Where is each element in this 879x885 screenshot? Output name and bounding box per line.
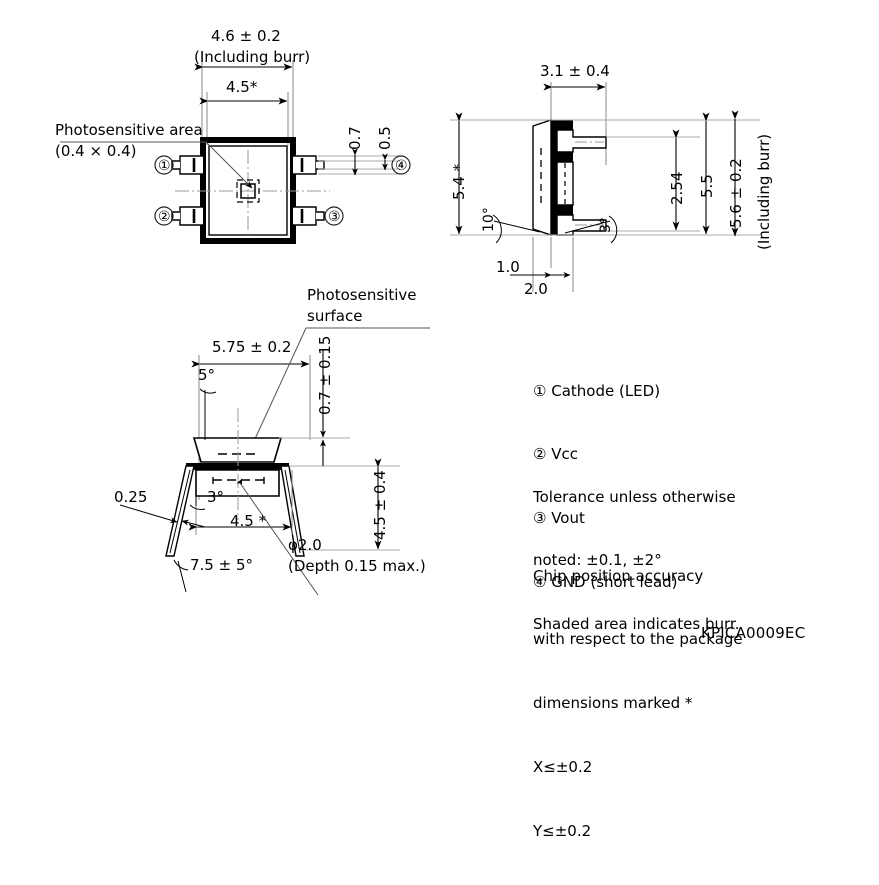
- top-view-lead-2: [171, 206, 203, 226]
- top-view-lead-4: [293, 155, 325, 175]
- side-view-lead-upper: [556, 129, 607, 153]
- chip-accuracy-line3: dimensions marked *: [533, 694, 693, 713]
- top-view-centerlines: [175, 150, 330, 238]
- side-view-burr-band: [550, 119, 558, 236]
- dim-text-lead-offset: 3.1 ± 0.4: [540, 62, 610, 80]
- dim-text-angle-5: 5°: [198, 366, 216, 384]
- photosensitive-area-label-line2: (0.4 × 0.4): [55, 142, 137, 160]
- hole-leader: [236, 478, 319, 596]
- dim-text-front-body-width: 4.5 *: [230, 512, 267, 530]
- side-view-lead-middle: [556, 161, 574, 206]
- front-view-height-extension-lines: [279, 437, 400, 551]
- dim-text-side-body-height: 5.4 *: [450, 163, 468, 200]
- pin-legend-2: ② Vcc: [533, 445, 578, 464]
- photosensitive-surface-label-line2: surface: [307, 307, 363, 325]
- dim-text-lead-07: 0.7: [346, 126, 364, 150]
- dim-text-top-body-width: 4.5*: [226, 78, 258, 96]
- top-view-lead-1: [171, 155, 203, 175]
- pin-legend-1: ① Cathode (LED): [533, 381, 661, 400]
- drawing-sheet: 4.6 ± 0.2 (Including burr) 4.5* Photosen…: [55, 27, 806, 840]
- chip-accuracy-note: Chip position accuracy with respect to t…: [533, 523, 743, 885]
- chip-accuracy-line1: Chip position accuracy: [533, 566, 704, 585]
- top-view-lead-3: [293, 206, 325, 226]
- dim-text-top-overall-width: 4.6 ± 0.2: [211, 27, 281, 45]
- top-view-group: [60, 60, 411, 244]
- dim-text-side-overall-height-note: (Including burr): [755, 133, 773, 250]
- dim-text-lead-05: 0.5: [376, 126, 394, 150]
- dim-text-lead-pitch: 2.54: [668, 171, 686, 205]
- lead-thickness-leader: [119, 504, 206, 528]
- top-view-pin-circles: [154, 155, 411, 226]
- tolerance-note-line3: Shaded area indicates burr.: [533, 615, 740, 634]
- outline-drawing-canvas: [60, 60, 760, 596]
- pin-legend-4: ④ GND (short lead): [533, 573, 678, 592]
- dim-text-front-overall-width: 5.75 ± 0.2: [212, 338, 292, 356]
- dim-text-hole-diameter: φ2.0: [288, 536, 322, 554]
- dim-text-window-height: 0.7 ± 0.15: [316, 335, 334, 415]
- dim-text-angle-3-front: 3°: [207, 488, 225, 506]
- dim-text-top-overall-width-note: (Including burr): [194, 48, 311, 66]
- side-view-body: [532, 119, 552, 236]
- top-view-extension-lines: [201, 60, 294, 145]
- chip-accuracy-line2: with respect to the package: [533, 630, 743, 649]
- tolerance-note: Tolerance unless otherwise noted: ±0.1, …: [533, 444, 739, 678]
- photosensitive-surface-leader: [248, 327, 430, 453]
- dim-text-lead-span: 5.5: [698, 174, 716, 198]
- side-view-group: [450, 82, 760, 292]
- side-view-bottom-extension-lines: [532, 237, 574, 292]
- tolerance-note-line2: noted: ±0.1, ±2°: [533, 551, 662, 570]
- side-view-lead-roots: [551, 120, 573, 215]
- drawing-code: KPICA0009EC: [701, 624, 806, 642]
- chip-accuracy-line4: X≤±0.2: [533, 758, 593, 777]
- angle-3-leader: [564, 215, 618, 244]
- dim-text-lead-thickness: 0.25: [114, 488, 148, 506]
- tolerance-note-line1: Tolerance unless otherwise: [533, 487, 736, 506]
- front-view-lead-left: [165, 465, 195, 557]
- dim-text-offset-large: 2.0: [524, 280, 548, 298]
- front-angle-3-leader: [189, 470, 206, 510]
- front-view-burr-band: [186, 463, 289, 470]
- pin-legend-3: ③ Vout: [533, 509, 585, 528]
- photosensitive-area-label-line1: Photosensitive area: [55, 121, 203, 139]
- chip-accuracy-line5: Y≤±0.2: [533, 822, 592, 841]
- dim-text-lead-length: 4.5 ± 0.4: [371, 470, 389, 540]
- pin-mark-1: ①: [158, 158, 171, 174]
- dim-text-angle-10: 10°: [481, 207, 497, 232]
- dim-text-angle-3-side: 3°: [598, 217, 614, 233]
- lead-dim-extension-lines: [318, 155, 400, 175]
- dim-text-hole-depth-note: (Depth 0.15 max.): [288, 557, 426, 575]
- angle-5-leader: [199, 388, 217, 440]
- pin-mark-2: ②: [158, 209, 171, 225]
- angle-75-leader: [173, 559, 189, 593]
- front-view-upper-body: [192, 437, 283, 463]
- photosensitive-area-leader: [60, 141, 253, 189]
- front-view-group: [119, 327, 430, 596]
- photosensitive-surface-label-line1: Photosensitive: [307, 286, 417, 304]
- pin-legend: ① Cathode (LED) ② Vcc ③ Vout ④ GND (shor…: [533, 338, 678, 636]
- dim-text-offset-small: 1.0: [496, 258, 520, 276]
- pin-mark-4: ④: [395, 158, 408, 174]
- dim-text-side-overall-height: 5.6 ± 0.2: [727, 158, 745, 228]
- pin-mark-3: ③: [328, 209, 341, 225]
- angle-10-leader: [492, 214, 541, 244]
- dim-text-angle-75: 7.5 ± 5°: [190, 556, 254, 574]
